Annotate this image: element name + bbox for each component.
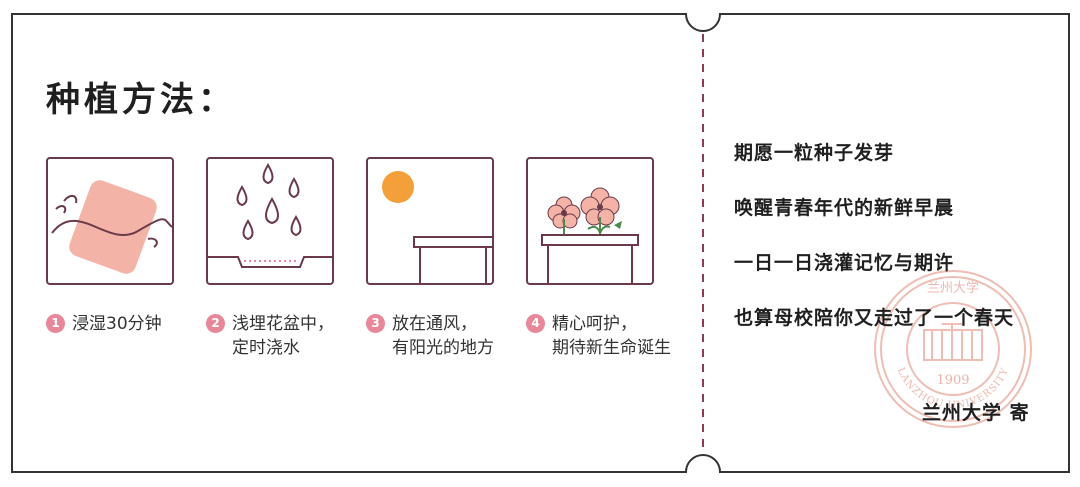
svg-text:兰州大学: 兰州大学	[927, 280, 979, 296]
flower-pot-icon	[541, 187, 639, 283]
poem-line-2: 唤醒青春年代的新鲜早晨	[734, 197, 955, 219]
university-seal-icon: 兰州大学 1909 LANZHOU UNIVERSITY	[874, 270, 1032, 428]
poem-line-1: 期愿一粒种子发芽	[734, 142, 895, 164]
step-2-card	[206, 157, 334, 285]
svg-text:1909: 1909	[936, 373, 969, 388]
sun-icon	[382, 171, 414, 203]
signature: 兰州大学 寄	[922, 402, 1030, 424]
poem-line-3: 一日一日浇灌记忆与期许	[734, 252, 955, 274]
step-badge: 1	[46, 314, 65, 333]
step-1-card	[46, 157, 174, 285]
soak-seed-icon	[51, 180, 172, 274]
step-badge: 4	[526, 314, 545, 333]
step-3-card	[366, 157, 494, 285]
step-badge: 2	[206, 314, 225, 333]
poem-line-4: 也算母校陪你又走过了一个春天	[734, 307, 1015, 329]
step-badge: 3	[366, 314, 385, 333]
sun-and-pot-icon	[382, 171, 492, 283]
water-drops-icon	[208, 163, 332, 268]
step-4-card	[526, 157, 654, 285]
page-title: 种植方法：	[46, 80, 236, 120]
